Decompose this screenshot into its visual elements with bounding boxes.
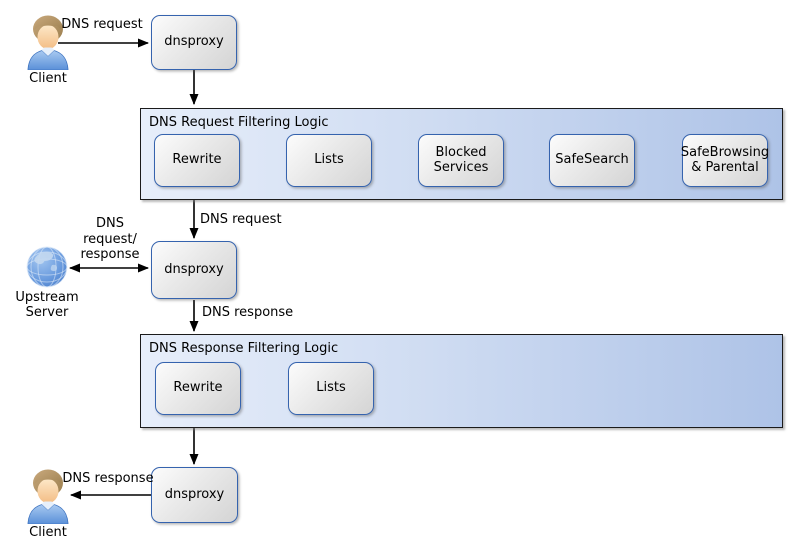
actor-upstream-server: Upstream Server [14, 245, 80, 321]
step-label: Rewrite [172, 152, 222, 168]
node-dnsproxy-bottom: dnsproxy [151, 467, 238, 523]
group-request-filtering: DNS Request Filtering Logic Rewrite List… [140, 108, 783, 200]
step-label: Rewrite [173, 380, 223, 396]
edge-label-dns-request-mid: DNS request [200, 212, 282, 227]
step-label: Lists [316, 380, 346, 396]
node-label: dnsproxy [164, 486, 225, 502]
step-rewrite-response: Rewrite [155, 362, 241, 415]
actor-label: Client [29, 525, 67, 540]
actor-label: Client [29, 71, 67, 86]
edge-label-dns-response-bottom: DNS response [62, 471, 154, 486]
step-safebrowsing-parental: SafeBrowsing & Parental [680, 134, 770, 187]
step-label: SafeBrowsing & Parental [680, 144, 770, 175]
actor-client-bottom: Client [22, 466, 74, 541]
node-label: dnsproxy [164, 34, 224, 50]
client-icon [27, 469, 69, 524]
node-label: dnsproxy [164, 261, 224, 277]
edge-label-dns-request-top: DNS request [61, 17, 143, 32]
edge-label-upstream-exchange: DNS request/ response [80, 216, 140, 263]
group-title: DNS Response Filtering Logic [149, 341, 339, 356]
step-lists-response: Lists [288, 362, 374, 415]
step-label: SafeSearch [555, 152, 629, 168]
group-response-filtering: DNS Response Filtering Logic Rewrite Lis… [140, 334, 783, 428]
step-label: Blocked Services [433, 144, 489, 175]
actor-label: Upstream Server [15, 290, 79, 320]
client-icon [27, 15, 69, 70]
group-title: DNS Request Filtering Logic [149, 115, 329, 130]
edge-label-dns-response-mid: DNS response [202, 305, 294, 320]
upstream-server-icon [26, 246, 68, 288]
step-rewrite: Rewrite [154, 134, 240, 187]
node-dnsproxy-middle: dnsproxy [151, 241, 237, 299]
step-label: Lists [314, 152, 344, 168]
node-dnsproxy-top: dnsproxy [151, 15, 237, 70]
step-blocked-services: Blocked Services [418, 134, 504, 187]
step-lists: Lists [286, 134, 372, 187]
step-safesearch: SafeSearch [549, 134, 635, 187]
actor-client-top: Client [22, 12, 74, 87]
